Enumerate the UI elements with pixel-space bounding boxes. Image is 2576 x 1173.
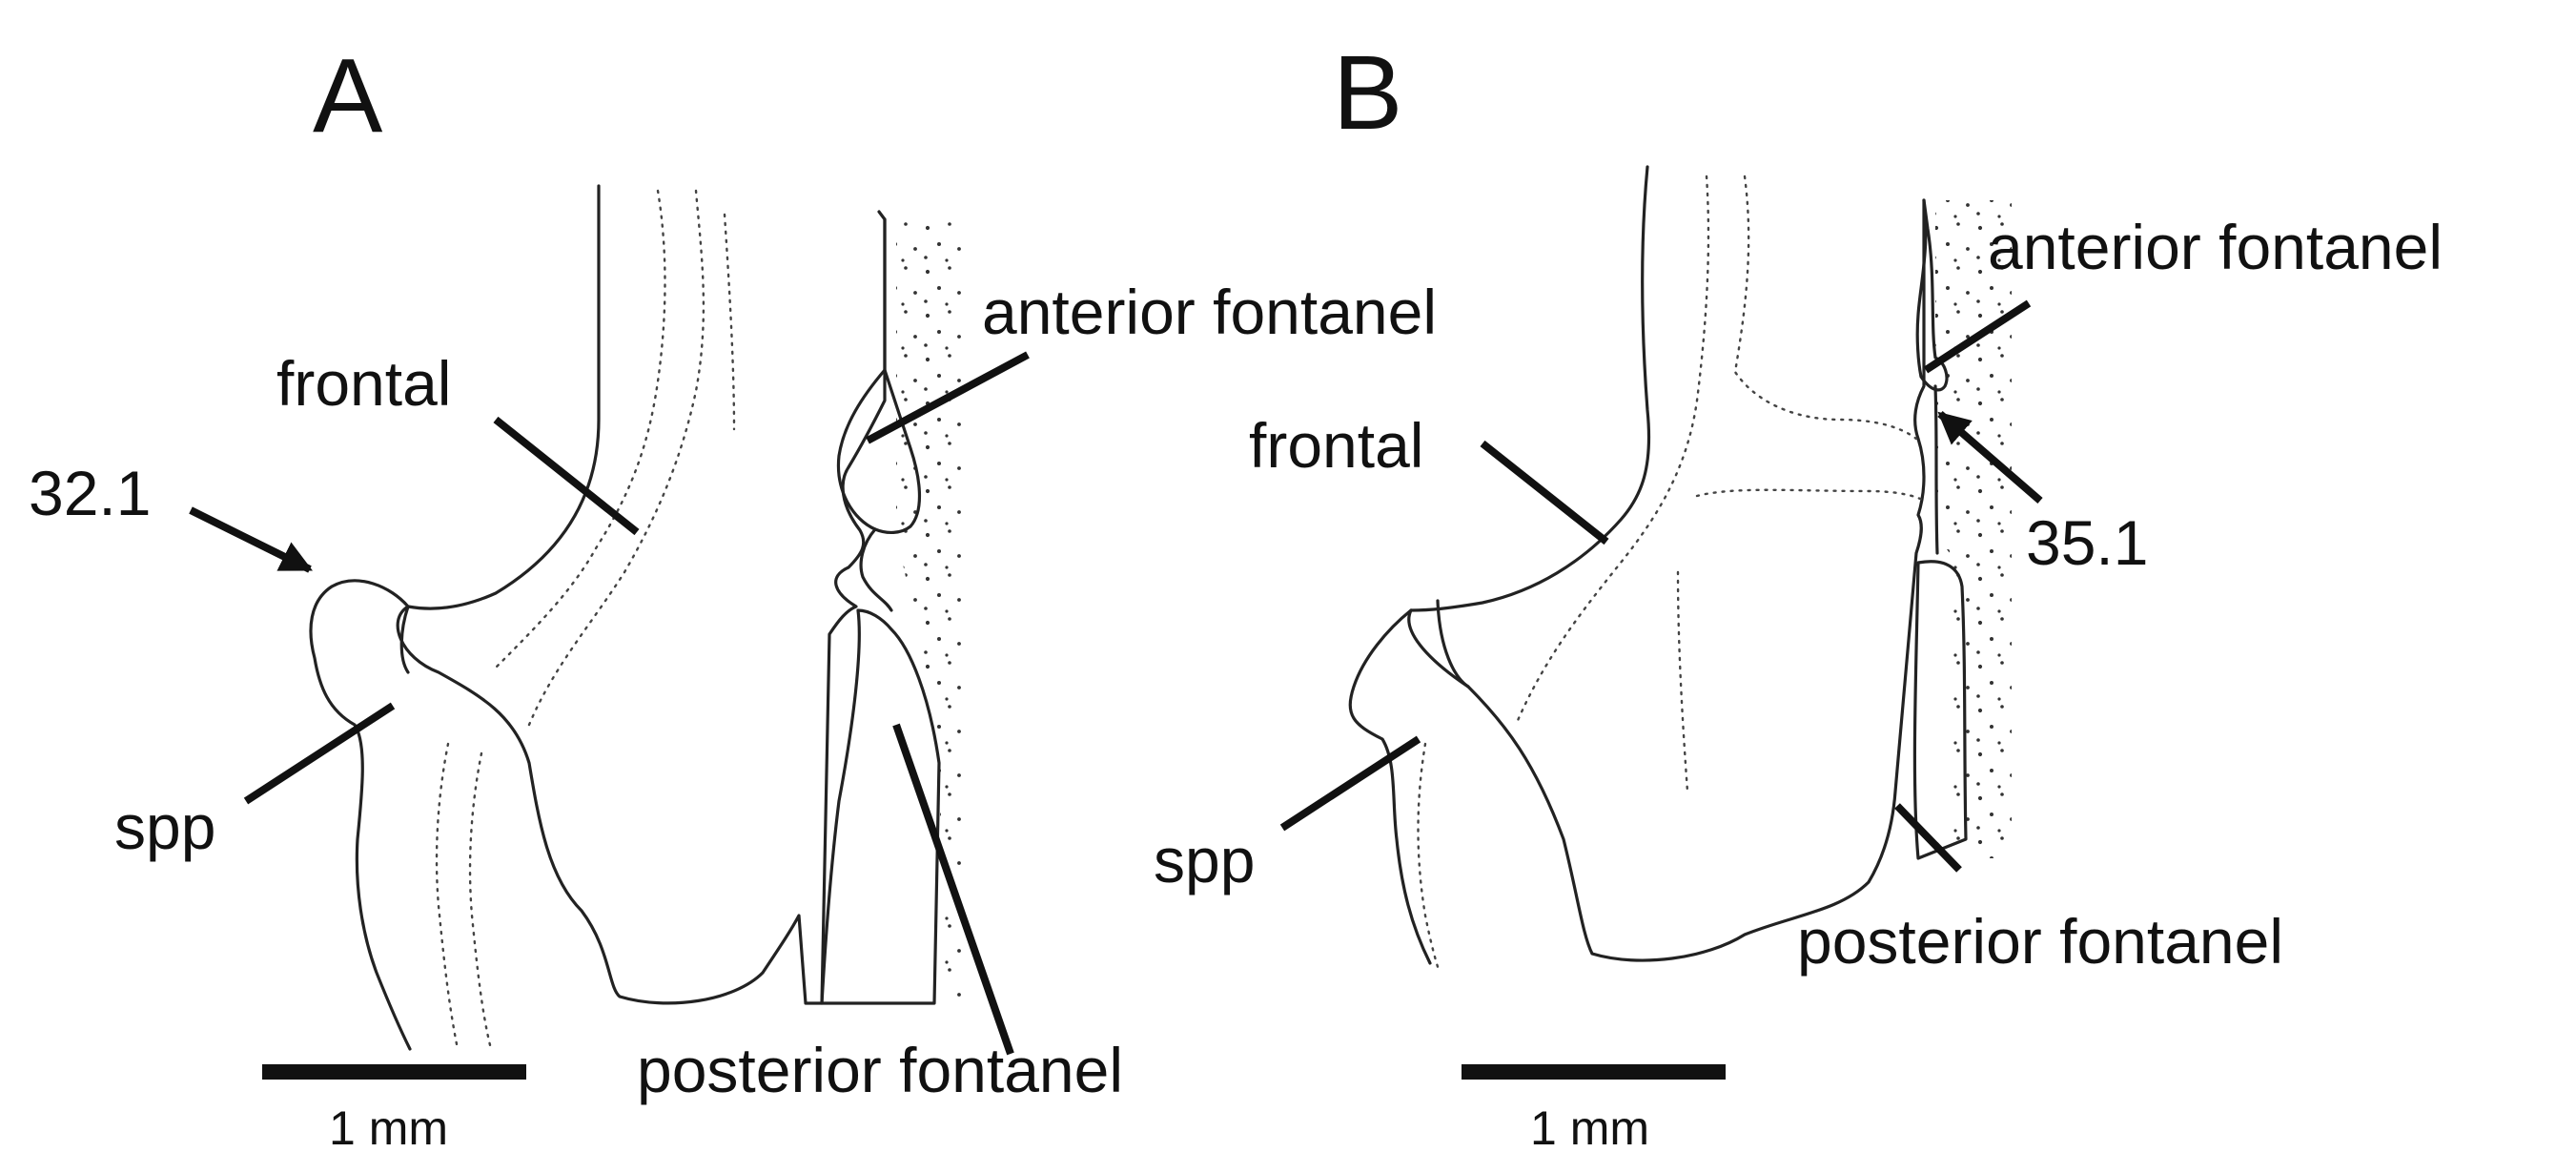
label-character-b: 35.1 (2026, 507, 2148, 578)
leader-frontal-a (493, 416, 640, 536)
posterior-fontanel-b (1912, 560, 1968, 860)
suture-a5 (468, 751, 493, 1051)
label-frontal-a: frontal (276, 348, 451, 419)
suture-b3 (1695, 488, 1926, 503)
skull-drawing-a (309, 184, 963, 1051)
fontanel-line-b (1933, 384, 1939, 555)
panel-b: B frontal anterior fontanel 35.1 (1154, 34, 2443, 1155)
skull-drawing-b (1348, 165, 2012, 975)
leader-posterior-fontanel-a (892, 723, 1014, 1056)
parietal-field-b (1935, 200, 2012, 858)
suture-b4 (1676, 570, 1689, 793)
suture-a2 (527, 189, 705, 727)
leader-spp-b (1279, 735, 1421, 832)
label-spp-b: spp (1154, 825, 1255, 895)
arrow-character-b (1937, 410, 2043, 504)
spp-process-b (1348, 608, 1432, 965)
leader-anterior-fontanel-a (866, 351, 1030, 444)
spp-seam-b (1436, 599, 1470, 689)
panel-a: A frontal anterior fontanel (29, 37, 1437, 1155)
scale-label-b: 1 mm (1530, 1101, 1649, 1155)
panel-letter-b: B (1333, 34, 1402, 152)
suture-a4 (435, 742, 460, 1051)
spp-seam-a (399, 605, 410, 674)
leader-spp-a (243, 702, 396, 805)
label-posterior-fontanel-b: posterior fontanel (1797, 906, 2283, 977)
anterior-fontanel-a (836, 368, 921, 534)
panel-letter-a: A (313, 37, 383, 154)
label-spp-a: spp (114, 792, 215, 862)
label-frontal-b: frontal (1249, 410, 1423, 481)
suture-b2 (1733, 175, 1918, 441)
arrow-character-a (189, 506, 314, 573)
fontanel-pinch-a (859, 527, 893, 612)
suture-a3 (723, 213, 736, 431)
posterior-fontanel-a (820, 608, 941, 1005)
frontal-bone-b (1407, 165, 1926, 962)
leader-anterior-fontanel-b (1923, 299, 2032, 374)
label-anterior-fontanel-b: anterior fontanel (1988, 212, 2443, 282)
leader-posterior-fontanel-b (1894, 803, 1962, 873)
label-character-a: 32.1 (29, 458, 151, 528)
suture-b1 (1514, 175, 1710, 727)
spp-process-a (309, 579, 412, 1051)
label-anterior-fontanel-a: anterior fontanel (982, 277, 1437, 347)
scale-label-a: 1 mm (329, 1101, 448, 1155)
suture-b5 (1417, 742, 1441, 975)
label-posterior-fontanel-a: posterior fontanel (637, 1035, 1123, 1105)
suture-a1 (494, 189, 666, 669)
leader-frontal-b (1480, 440, 1609, 545)
frontal-bone-a (396, 184, 887, 1005)
